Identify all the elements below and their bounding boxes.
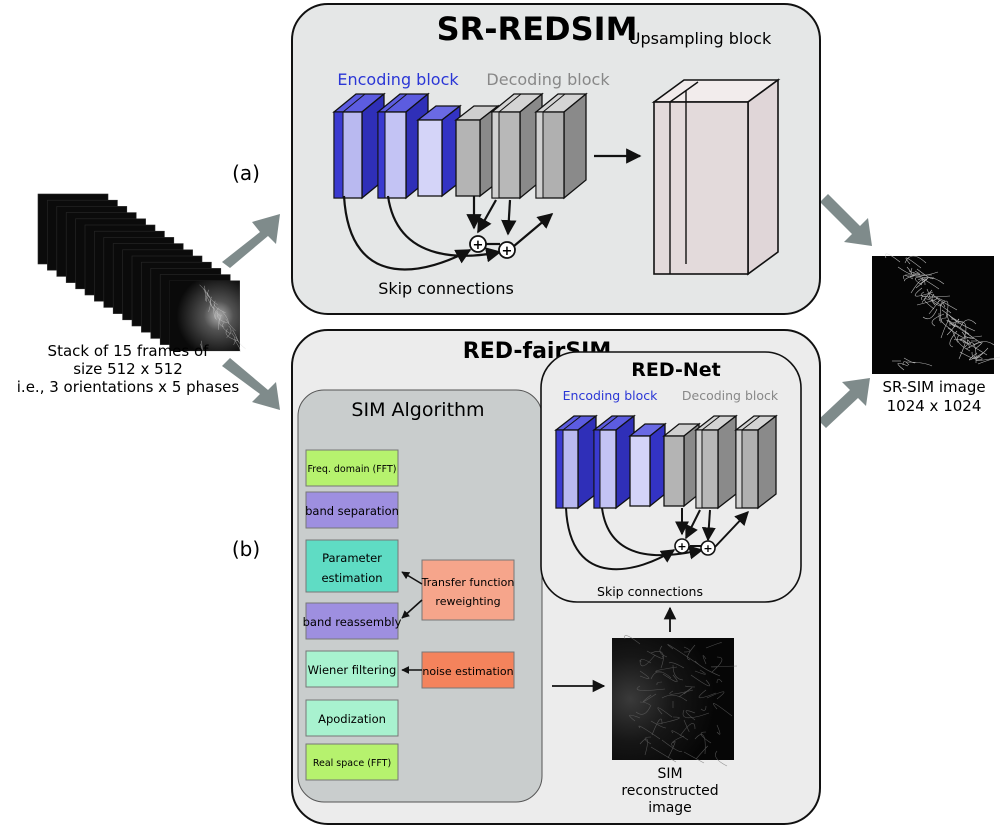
output-caption-line-1: SR-SIM image bbox=[882, 378, 985, 396]
red-net-encoder-block-3 bbox=[628, 422, 667, 508]
step-band-reassembly-label: band reassembly bbox=[303, 615, 402, 629]
sim-algorithm-arrows bbox=[401, 571, 423, 674]
plus-icon: + bbox=[677, 540, 686, 553]
sr-redsim-sum-nodes: + + bbox=[469, 235, 516, 259]
plus-icon: + bbox=[703, 542, 712, 555]
red-net-network-blocks bbox=[554, 414, 778, 510]
sum-node-icon bbox=[469, 235, 487, 253]
input-caption-line-3: i.e., 3 orientations x 5 phases bbox=[17, 378, 240, 396]
input-caption-line-2: size 512 x 512 bbox=[73, 360, 183, 378]
label-b: (b) bbox=[232, 537, 260, 561]
sr-redsim-encoder-block-1 bbox=[332, 92, 386, 200]
arrow-to-output-bottom bbox=[818, 378, 870, 428]
sum-node-icon bbox=[674, 538, 690, 554]
red-net-decoder-block-1 bbox=[662, 422, 701, 508]
red-net-skip-label: Skip connections bbox=[597, 584, 703, 599]
step-apodization-label: Apodization bbox=[318, 712, 386, 726]
noise-estimation-label: noise estimation bbox=[422, 665, 513, 678]
sim-recon-caption-line-1: SIM bbox=[657, 766, 682, 782]
input-frame-stack bbox=[37, 193, 246, 357]
sr-redsim-encoder-block-3 bbox=[416, 104, 462, 198]
red-fairsim-flow-arrows bbox=[552, 606, 677, 693]
sim-algorithm-title: SIM Algorithm bbox=[351, 399, 484, 421]
noise-estimation-box bbox=[421, 651, 515, 689]
red-net-decoder-block-3 bbox=[734, 414, 778, 510]
arrow-to-redfairsim bbox=[222, 358, 280, 410]
red-net-skip-connections bbox=[565, 507, 749, 571]
step-parameter-label-1: Parameter bbox=[322, 551, 382, 565]
red-net-decoder-block-2 bbox=[694, 414, 738, 510]
arrow-to-srredsim bbox=[222, 214, 280, 268]
red-net-title: RED-Net bbox=[631, 359, 721, 381]
sr-redsim-skip-label: Skip connections bbox=[378, 279, 514, 298]
sim-recon-caption-line-3: image bbox=[648, 800, 692, 816]
red-net-encoder-block-1 bbox=[554, 414, 598, 510]
sim-reconstructed-image bbox=[612, 635, 738, 767]
sim-algorithm-steps: Freq. domain (FFT) band separation Param… bbox=[303, 449, 515, 781]
step-fft-label: Freq. domain (FFT) bbox=[308, 464, 397, 475]
red-net-encoding-label: Encoding block bbox=[563, 388, 659, 403]
step-apodization-box bbox=[305, 699, 399, 737]
transfer-function-box bbox=[421, 559, 515, 621]
red-net-decoding-label: Decoding block bbox=[682, 388, 779, 403]
sr-redsim-encoding-label: Encoding block bbox=[337, 70, 459, 89]
sr-redsim-skip-connections bbox=[342, 148, 642, 271]
plus-icon: + bbox=[502, 244, 513, 259]
sim-recon-caption-line-2: reconstructed bbox=[621, 783, 718, 799]
step-wiener-filtering-label: Wiener filtering bbox=[308, 663, 397, 677]
sr-redsim-encoder-block-2 bbox=[376, 92, 430, 200]
label-a: (a) bbox=[232, 161, 260, 185]
plus-icon: + bbox=[473, 238, 484, 253]
transfer-function-label-2: reweighting bbox=[435, 595, 500, 608]
step-fft-box bbox=[305, 449, 399, 487]
sr-redsim-decoder-block-3 bbox=[534, 92, 588, 200]
sr-redsim-network-blocks bbox=[332, 92, 588, 200]
step-real-space-box bbox=[305, 743, 399, 781]
transfer-function-label-1: Transfer function bbox=[421, 576, 515, 589]
upsampling-block bbox=[651, 78, 781, 276]
output-caption-line-2: 1024 x 1024 bbox=[887, 397, 982, 415]
step-parameter-label-2: estimation bbox=[321, 571, 382, 585]
sr-redsim-upsampling-label: Upsampling block bbox=[629, 29, 772, 48]
red-net-encoder-block-2 bbox=[592, 414, 636, 510]
sum-node-icon bbox=[498, 241, 516, 259]
sum-node-icon bbox=[700, 540, 716, 556]
sr-redsim-decoding-label: Decoding block bbox=[486, 70, 610, 89]
sr-redsim-title: SR-REDSIM bbox=[437, 10, 638, 48]
step-wiener-filtering-box bbox=[305, 650, 399, 688]
step-band-reassembly-box bbox=[305, 602, 399, 640]
step-band-separation-box bbox=[305, 491, 399, 529]
input-caption-line-1: Stack of 15 frames of bbox=[48, 342, 210, 360]
step-real-space-label: Real space (FFT) bbox=[313, 758, 391, 769]
step-parameter-estimation-box bbox=[305, 539, 399, 593]
sr-sim-output-image bbox=[872, 253, 1000, 374]
sr-redsim-decoder-block-2 bbox=[490, 92, 544, 200]
flow-arrows bbox=[222, 194, 872, 428]
red-net-sum-nodes: + + bbox=[674, 538, 716, 556]
arrow-to-output-top bbox=[820, 194, 872, 246]
step-band-separation-label: band separation bbox=[305, 504, 399, 518]
